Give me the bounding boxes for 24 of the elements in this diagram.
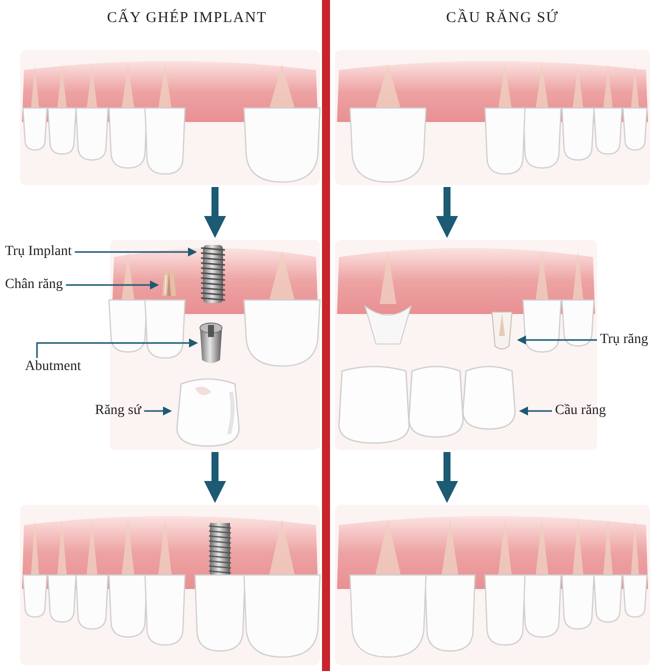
arrow <box>436 452 458 503</box>
tooth-root-drawing <box>162 266 176 296</box>
arrow <box>204 187 226 238</box>
leader-line <box>36 338 198 358</box>
arrow <box>436 187 458 238</box>
abutment-drawing <box>198 322 224 364</box>
leader-line <box>517 336 597 344</box>
callout-label: Abutment <box>25 358 81 376</box>
tooth-stub-drawing <box>490 312 514 352</box>
leader-line <box>66 280 159 290</box>
implant-screw-drawing <box>200 245 226 303</box>
callout-label: Trụ Implant <box>5 243 72 261</box>
crown-drawing <box>175 378 241 446</box>
leader-line <box>144 406 172 416</box>
leader-line <box>519 406 552 416</box>
leader-line <box>74 248 197 256</box>
column-heading: CẤY GHÉP IMPLANT <box>106 10 268 27</box>
callout-label: Chân răng <box>5 276 63 294</box>
callout-label: Cầu răng <box>555 402 606 420</box>
arrow <box>204 452 226 503</box>
dental-bridge-drawing <box>338 365 516 443</box>
callout-label: Răng sứ <box>95 402 142 420</box>
callout-label: Trụ răng <box>600 331 648 349</box>
column-heading: CẦU RĂNG SỨ <box>445 10 560 27</box>
